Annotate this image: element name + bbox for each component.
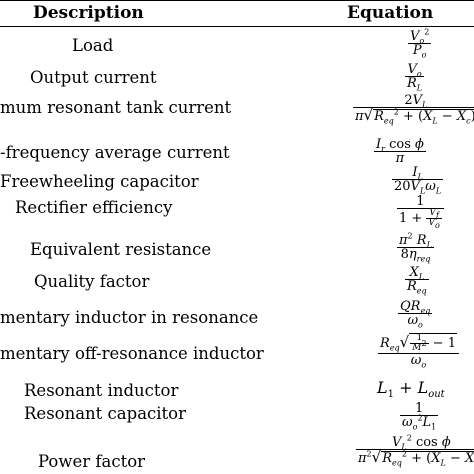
row-description-quality-factor: Quality factor	[34, 272, 150, 291]
row-description-output-current: Output current	[30, 68, 157, 87]
header-equation: Equation	[347, 3, 434, 23]
row-description-rectifier-efficiency: Rectifier efficiency	[15, 198, 173, 217]
row-description-equivalent-resistance: Equivalent resistance	[30, 240, 212, 259]
top-rule	[0, 0, 474, 1]
equation-resonant-inductor: L1 + Lout	[377, 378, 445, 401]
row-description-load: Load	[72, 36, 114, 55]
row-description-inductor-resonance: mentary inductor in resonance	[0, 308, 259, 327]
row-description-tank-current: mum resonant tank current	[0, 98, 232, 117]
row-description-average-current: -frequency average current	[0, 143, 230, 162]
row-description-off-resonance-inductor: mentary off-resonance inductor	[0, 344, 264, 363]
row-description-freewheeling-capacitor: Freewheeling capacitor	[0, 172, 199, 191]
header-rule	[0, 26, 474, 27]
row-description-power-factor: Power factor	[38, 452, 146, 471]
row-description-resonant-capacitor: Resonant capacitor	[24, 404, 187, 423]
header-description: Description	[33, 3, 144, 23]
row-description-resonant-inductor: Resonant inductor	[24, 381, 179, 400]
equation-power-factor: VL2 cos ϕπ2√Req2 + (XL − Xc)	[356, 434, 474, 467]
